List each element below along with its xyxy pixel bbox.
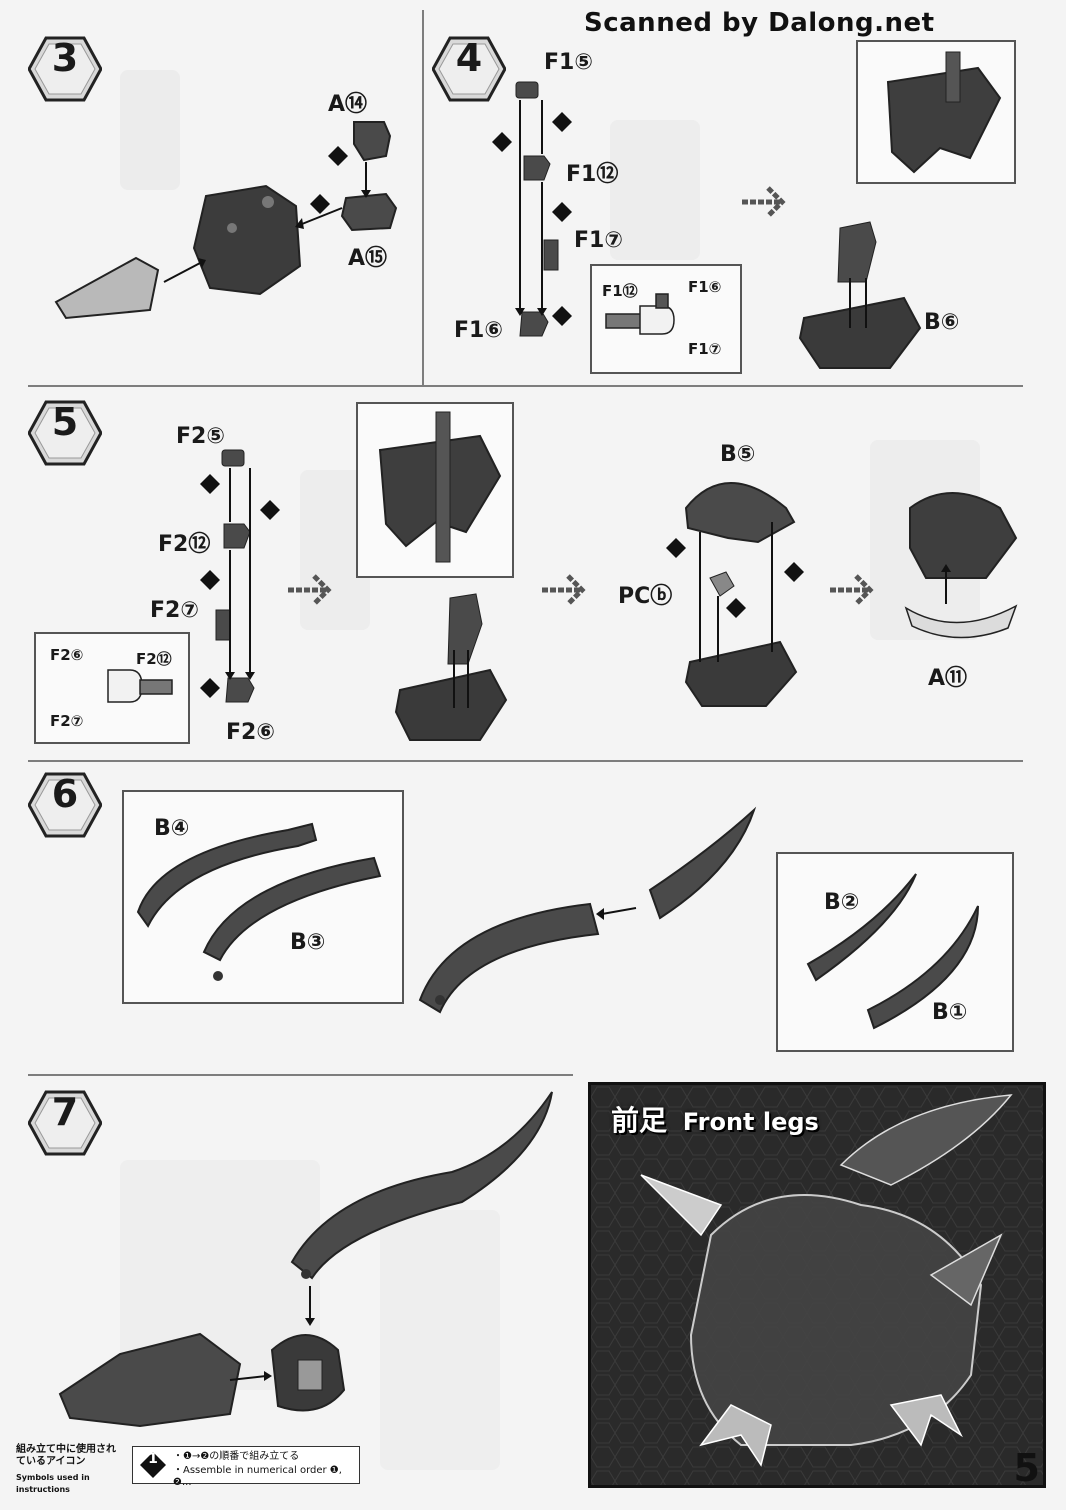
step-5-zoom-inset [356, 402, 514, 578]
legend-title-box: 組み立て中に使用されているアイコン Symbols used in instru… [14, 1444, 122, 1494]
part-label-f16: F1⑥ [454, 318, 503, 343]
step-6-right-inset: B② B① [776, 852, 1014, 1052]
bleed-through-ghost [610, 120, 700, 260]
step-5-detail-inset: F2⑥ F2⑫ F2⑦ [34, 632, 190, 744]
part-label-b5: B⑤ [720, 442, 756, 467]
inset-label-f27: F2⑦ [50, 712, 84, 730]
hip-frame-drawing [378, 411, 502, 563]
divider [422, 10, 424, 385]
front-legs-en: Front legs [682, 1108, 819, 1136]
divider [28, 385, 1023, 387]
tail-tip-drawing [806, 873, 979, 1030]
inset-label-f12: F1⑫ [602, 282, 638, 300]
watermark: Scanned by Dalong.net [584, 8, 935, 38]
step-5-diagram [200, 449, 280, 703]
next-arrow [288, 574, 332, 606]
part-label-f17: F1⑦ [574, 228, 623, 253]
tail-half-drawing [136, 822, 382, 981]
step-7-badge: 7 [28, 1090, 102, 1156]
step-number: 5 [51, 400, 79, 444]
part-label-f25: F2⑤ [176, 424, 225, 449]
inset-label-f17: F1⑦ [688, 340, 722, 358]
front-legs-jp: 前足 [611, 1104, 668, 1137]
next-arrow [742, 186, 786, 218]
order-diamond-icon [140, 1452, 166, 1478]
part-label-b3: B③ [290, 930, 326, 955]
divider [28, 1074, 573, 1076]
bleed-through-ghost [380, 1210, 500, 1470]
step-number: 7 [51, 1090, 79, 1134]
step-4-detail-inset: F1⑫ F1⑥ F1⑦ [590, 264, 742, 374]
step-number: 4 [455, 36, 483, 80]
inset-joint-drawing [107, 669, 173, 703]
inset-label-f26: F2⑥ [50, 646, 84, 664]
front-legs-preview-panel: 前足 Front legs [588, 1082, 1046, 1488]
step-5-result [904, 492, 1018, 639]
part-label-f12: F1⑫ [566, 162, 619, 187]
next-arrow [830, 574, 874, 606]
step-5-assembly [394, 593, 508, 741]
divider [28, 760, 1023, 762]
step-number: 3 [51, 36, 79, 80]
order-diamond-number: 1 [148, 1451, 158, 1467]
legend-title-en: Symbols used in instructions [16, 1473, 90, 1494]
step-4-diagram [492, 81, 572, 337]
part-label-f27: F2⑦ [150, 598, 199, 623]
inset-label-f16: F1⑥ [688, 278, 722, 296]
part-label-pcb: PCⓑ [618, 584, 673, 609]
part-label-b4: B④ [154, 816, 190, 841]
next-arrow [542, 574, 586, 606]
part-label-a14: A⑭ [328, 92, 368, 117]
step-5-badge: 5 [28, 400, 102, 466]
bleed-through-ghost [120, 70, 180, 190]
hip-frame-drawing [886, 51, 1002, 174]
step-4-assembly [798, 221, 922, 369]
part-label-f212: F2⑫ [158, 532, 211, 557]
part-label-b6: B⑥ [924, 310, 960, 335]
inset-label-f212: F2⑫ [136, 650, 172, 668]
legend-title-jp: 組み立て中に使用されているアイコン [16, 1444, 116, 1467]
step-number: 6 [51, 772, 79, 816]
legend-symbol-box: 1 ・❶→❷の順番で組み立てる ・Assemble in numerical o… [132, 1446, 360, 1488]
part-label-b1: B① [932, 1000, 968, 1025]
legend-line-en: ・Assemble in numerical order ❶, ❷... [173, 1465, 342, 1488]
step-6-badge: 6 [28, 772, 102, 838]
part-label-b2: B② [824, 890, 860, 915]
inset-joint-drawing [605, 293, 675, 335]
part-label-a15: A⑮ [348, 246, 388, 271]
front-legs-render [591, 1085, 1043, 1485]
step-3-badge: 3 [28, 36, 102, 102]
step-3-diagram [54, 121, 398, 320]
front-legs-title: 前足 Front legs [611, 1099, 819, 1139]
step-7-diagram [58, 1091, 553, 1428]
step-6-left-inset: B④ B③ [122, 790, 404, 1004]
step-6-tail-drawing [418, 806, 757, 1014]
step-5-body-assembly [666, 482, 804, 707]
step-4-zoom-inset [856, 40, 1016, 184]
page-number: 5 [1013, 1446, 1040, 1490]
part-label-f26: F2⑥ [226, 720, 275, 745]
part-label-a11: A⑪ [928, 666, 968, 691]
part-label-f15: F1⑤ [544, 50, 593, 75]
legend-line-jp: ・❶→❷の順番で組み立てる [173, 1451, 300, 1462]
step-4-badge: 4 [432, 36, 506, 102]
